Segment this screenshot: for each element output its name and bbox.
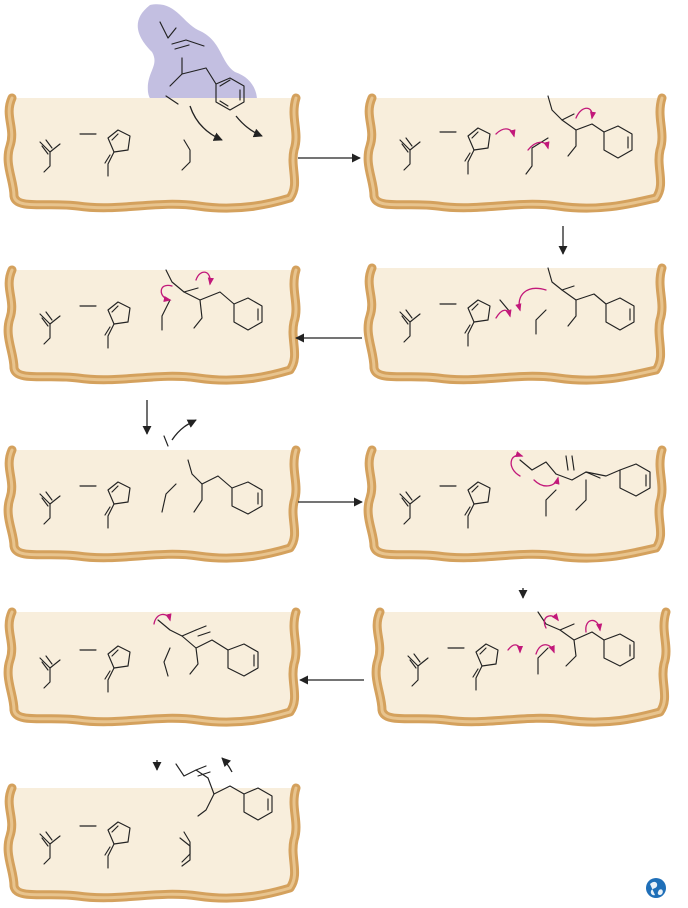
active-site-pocket-fill [368,450,662,559]
active-site-pocket-highlight [6,786,298,900]
panel-1-entry-arrows [189,105,263,141]
active-site-pocket-highlight [366,96,664,210]
active-site-residues [407,643,499,691]
active-site-pocket-fill [8,450,297,559]
active-site-pocket-highlight [6,96,298,210]
globe-icon [646,878,666,898]
panel-4-electron-arrows [160,271,214,303]
panel-5-leaving-group [163,419,197,447]
active-site-pocket-fill [8,270,297,381]
panel-3-electron-arrows [495,287,547,319]
panel-8-ligand [157,619,259,677]
active-site-pocket-fill [8,612,297,723]
active-site-residues [39,481,131,529]
active-site-pocket-highlight [6,610,298,724]
panel-3-ligand [499,267,635,335]
active-site-residues [39,301,131,349]
panel-4-ligand [161,269,263,331]
panel-7-electron-arrows [507,613,603,655]
panel-9-product [175,763,273,867]
panel-2-ligand [525,95,633,175]
active-site-pocket-fill [368,268,662,381]
active-site-residues [399,127,491,175]
panel-6-ligand [519,455,651,517]
panel-2-electron-arrows [495,107,597,151]
active-site-residues [39,821,191,869]
active-site-pocket-highlight [6,268,298,382]
active-site-pocket-highlight [374,610,668,724]
panel-1-substrate [159,21,245,111]
panel-9-release-arrows [221,757,233,773]
panel-6-electron-arrows [510,451,560,487]
active-site-pocket-highlight [366,448,664,560]
panel-7-ligand [537,611,635,675]
active-site-pocket-highlight [366,266,664,382]
active-site-pocket-fill [8,788,297,899]
active-site-pocket-fill [368,98,662,209]
panel-8-electron-arrows [153,613,172,625]
panel-5-ligand [161,459,263,515]
active-site-residues [39,645,131,693]
active-site-residues [399,299,491,347]
active-site-residues [399,481,491,529]
active-site-pocket-fill [376,612,666,723]
active-site-residues [39,129,191,177]
active-site-pocket-fill [8,98,297,209]
active-site-pocket-highlight [6,448,298,560]
flow-arrows [142,153,568,771]
